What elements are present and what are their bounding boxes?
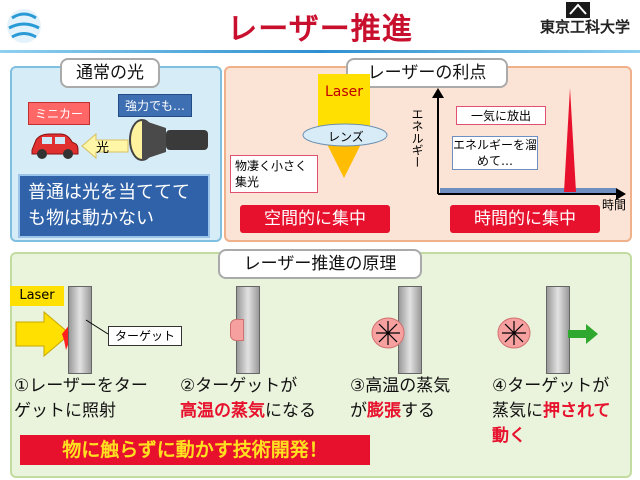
step-4-text-b: 蒸気に	[492, 401, 543, 421]
step-4: ④ターゲットが 蒸気に押されて 動く	[492, 374, 632, 449]
time-axis-label: 時間	[602, 198, 627, 212]
step-2-text-c: になる	[265, 401, 316, 421]
laser-label: Laser	[325, 84, 364, 100]
temporal-concentration: 時間的に集中	[450, 205, 600, 233]
step-3-highlight: 膨張	[367, 401, 401, 421]
step-4-highlight-2: 動く	[492, 426, 526, 446]
step-3: ③高温の蒸気 が膨張する	[350, 374, 490, 424]
focus-callout: 物凄く小さく集光	[230, 155, 318, 193]
normal-light-header: 通常の光	[60, 58, 160, 88]
principle-header: レーザー推進の原理	[218, 249, 422, 279]
target-plate-4	[546, 286, 570, 374]
step-4-text-a: ④ターゲットが	[492, 376, 610, 396]
light-arrow-icon	[80, 132, 130, 160]
title-divider	[0, 50, 640, 53]
normal-light-note: 普通は光を当ててても物は動かない	[18, 174, 210, 238]
target-plate-1	[68, 286, 92, 374]
step-2-text-a: ②ターゲットが	[180, 376, 298, 396]
lens-icon	[300, 122, 390, 148]
energy-time-graph	[418, 86, 628, 206]
light-label: 光	[96, 141, 110, 156]
step-1: ①レーザーをターゲットに照射	[14, 376, 148, 421]
university-name: 東京工科大学	[539, 18, 630, 36]
step-3-text-b: が	[350, 401, 367, 421]
store-callout: エネルギーを溜めて…	[452, 136, 538, 170]
vapor-icon	[230, 319, 244, 341]
strong-light-callout: 強力でも…	[118, 94, 193, 117]
minicar-callout: ミニカー	[28, 102, 91, 125]
step-3-text-a: ③高温の蒸気	[350, 376, 451, 396]
logo-mark	[4, 6, 48, 46]
page-title: レーザー推進	[227, 12, 413, 47]
step-4-highlight: 押されて	[543, 401, 611, 421]
move-arrow-icon	[566, 324, 600, 344]
vapor-expand-icon	[370, 316, 406, 350]
car-icon	[28, 128, 80, 160]
flashlight-icon	[126, 116, 212, 164]
globe-logo-icon	[7, 9, 41, 43]
lens-label: レンズ	[328, 130, 364, 144]
university-logo-icon	[562, 0, 594, 22]
step-3-text-d: する	[401, 401, 435, 421]
spatial-concentration: 空間的に集中	[240, 205, 390, 233]
principle-laser-label: Laser	[10, 286, 64, 306]
target-pointer	[85, 319, 109, 335]
vapor-push-icon	[496, 316, 532, 350]
step-2-highlight: 高温の蒸気	[180, 401, 265, 421]
target-label: ターゲット	[108, 326, 182, 346]
bottom-banner: 物に触らずに動かす技術開発！	[20, 435, 370, 465]
energy-axis-label: エネルギー	[410, 108, 424, 168]
release-callout: 一気に放出	[456, 106, 546, 125]
laser-advantage-header: レーザーの利点	[346, 58, 508, 88]
step-2: ②ターゲットが 高温の蒸気になる	[180, 374, 350, 424]
